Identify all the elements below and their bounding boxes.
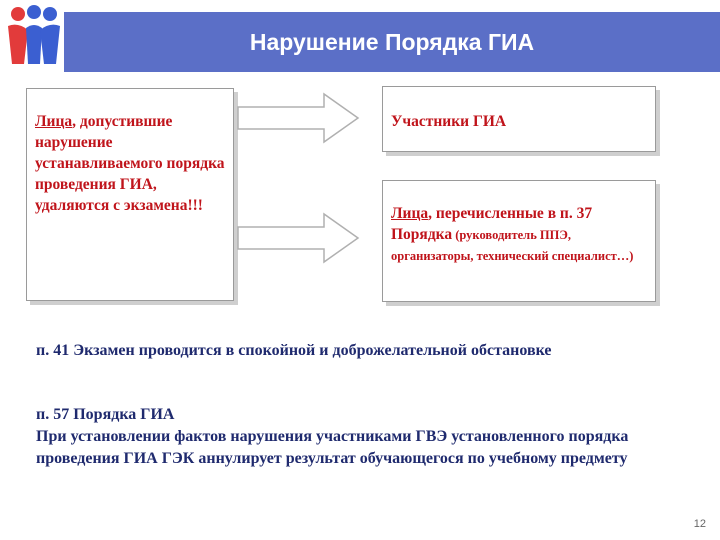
arrow-right-icon xyxy=(237,212,360,264)
participants-box: Участники ГИА xyxy=(382,86,656,152)
participants-text: Участники ГИА xyxy=(391,113,507,130)
logo-icon xyxy=(8,5,60,65)
violators-box: Лица, допустившие нарушение устанавливае… xyxy=(26,88,234,301)
page-number: 12 xyxy=(693,518,706,530)
persons-box: Лица, перечисленные в п. 37 Порядка (рук… xyxy=(382,180,656,302)
paragraph-41: п. 41 Экзамен проводится в спокойной и д… xyxy=(36,342,552,359)
violators-text: Лица, допустившие нарушение устанавливае… xyxy=(35,111,225,216)
persons-note: (руководитель ППЭ, организаторы, техниче… xyxy=(391,228,634,263)
header: Нарушение Порядка ГИА xyxy=(0,0,720,80)
violators-word: Лица xyxy=(35,113,73,130)
persons-text: Лица, перечисленные в п. 37 Порядка (рук… xyxy=(391,203,647,266)
title-bar xyxy=(64,12,720,72)
persons-word: Лица xyxy=(391,205,429,222)
paragraph-57: п. 57 Порядка ГИА При установлении факто… xyxy=(36,404,636,470)
violators-description: , допустившие нарушение устанавливаемого… xyxy=(35,113,225,214)
paragraph-57-text: При установлении фактов нарушения участн… xyxy=(36,428,629,467)
persons-main: , перечисленные в п. 37 Порядка xyxy=(391,205,593,243)
paragraph-57-heading: п. 57 Порядка ГИА xyxy=(36,406,175,423)
arrow-right-icon xyxy=(237,92,360,144)
page-title: Нарушение Порядка ГИА xyxy=(249,29,535,55)
